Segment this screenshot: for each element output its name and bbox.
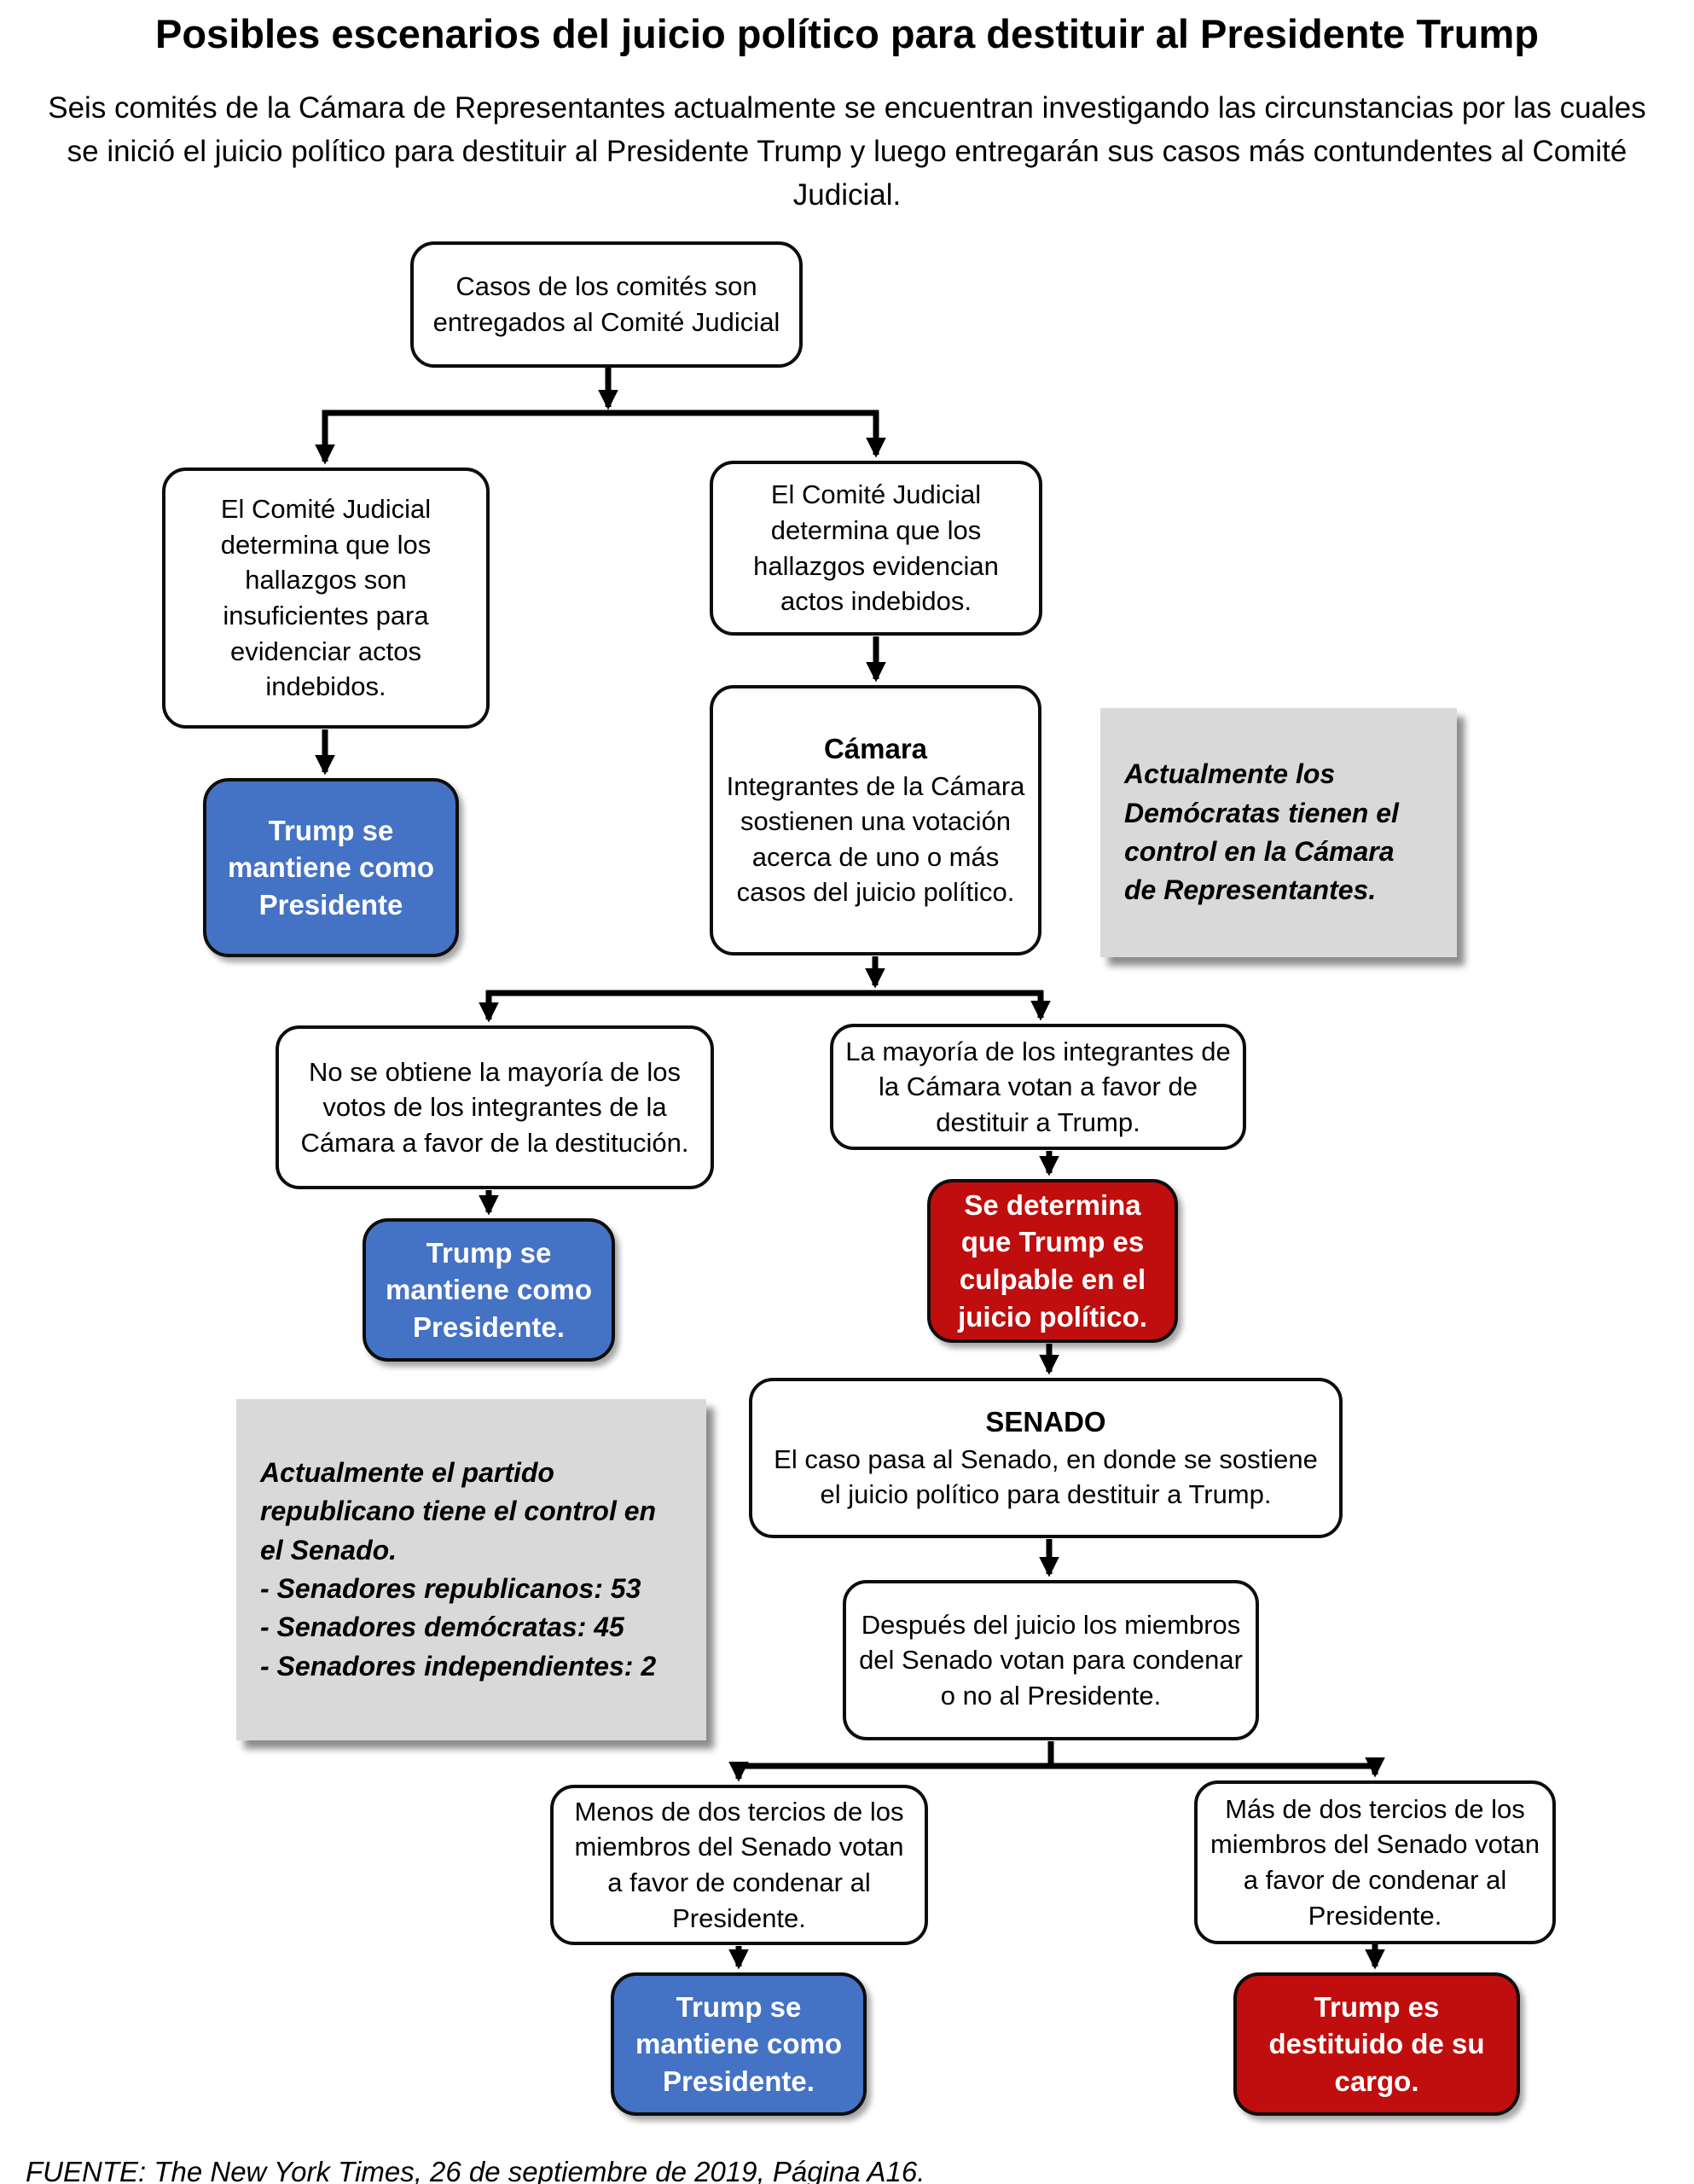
node-trump-guilty: Se determina que Trump es culpable en el… bbox=[927, 1179, 1178, 1343]
page-title: Posibles escenarios del juicio político … bbox=[155, 11, 1539, 56]
note-house-control: Actualmente los Demócratas tienen el con… bbox=[1100, 708, 1457, 957]
node-trump-removed-label: Trump es destituido de su cargo. bbox=[1268, 1990, 1485, 2097]
node-majority: La mayoría de los integrantes de la Cáma… bbox=[830, 1024, 1246, 1150]
note-senate-control: Actualmente el partido republicano tiene… bbox=[236, 1399, 706, 1740]
node-less-two-thirds: Menos de dos tercios de los miembros del… bbox=[550, 1785, 928, 1945]
node-trump-remains-3: Trump se mantiene como Presidente. bbox=[611, 1972, 867, 2116]
node-more-two-thirds-label: Más de dos tercios de los miembros del S… bbox=[1210, 1793, 1540, 1931]
node-senado-title: SENADO bbox=[985, 1406, 1106, 1438]
node-camara-vote: Cámara Integrantes de la Cámara sostiene… bbox=[710, 685, 1041, 956]
node-findings-insufficient: El Comité Judicial determina que los hal… bbox=[162, 468, 490, 729]
node-more-two-thirds: Más de dos tercios de los miembros del S… bbox=[1194, 1780, 1556, 1944]
note-house-control-text: Actualmente los Demócratas tienen el con… bbox=[1124, 758, 1399, 906]
node-trump-remains-2-label: Trump se mantiene como Presidente. bbox=[385, 1236, 593, 1343]
source-prefix: FUENTE: bbox=[26, 2156, 154, 2184]
node-after-trial-label: Después del juicio los miembros del Sena… bbox=[859, 1609, 1243, 1711]
note-senate-intro: Actualmente el partido republicano tiene… bbox=[260, 1456, 657, 1565]
node-majority-label: La mayoría de los integrantes de la Cáma… bbox=[845, 1036, 1231, 1137]
node-trump-remains-3-label: Trump se mantiene como Presidente. bbox=[635, 1990, 843, 2097]
node-trump-guilty-label: Se determina que Trump es culpable en el… bbox=[958, 1188, 1147, 1333]
note-senate-republicans: - Senadores republicanos: 53 bbox=[260, 1573, 641, 1604]
node-senado-body: El caso pasa al Senado, en donde se sost… bbox=[774, 1443, 1318, 1510]
source-name: The New York Times bbox=[154, 2156, 415, 2184]
node-after-trial: Después del juicio los miembros del Sena… bbox=[843, 1580, 1259, 1740]
node-findings-evidence-label: El Comité Judicial determina que los hal… bbox=[753, 479, 999, 617]
node-trump-remains-1-label: Trump se mantiene como Presidente bbox=[227, 814, 435, 921]
page-subtitle: Seis comités de la Cámara de Representan… bbox=[48, 91, 1646, 212]
node-trump-remains-1: Trump se mantiene como Presidente bbox=[203, 778, 459, 957]
node-camara-body: Integrantes de la Cámara sostienen una v… bbox=[726, 770, 1025, 908]
node-less-two-thirds-label: Menos de dos tercios de los miembros del… bbox=[574, 1796, 904, 1933]
note-senate-independents: - Senadores independientes: 2 bbox=[260, 1650, 657, 1682]
node-senado: SENADO El caso pasa al Senado, en donde … bbox=[749, 1378, 1343, 1538]
node-no-majority-label: No se obtiene la mayoría de los votos de… bbox=[300, 1056, 689, 1158]
node-findings-evidence: El Comité Judicial determina que los hal… bbox=[710, 461, 1042, 636]
node-findings-insufficient-label: El Comité Judicial determina que los hal… bbox=[220, 494, 432, 702]
node-no-majority: No se obtiene la mayoría de los votos de… bbox=[276, 1025, 714, 1189]
node-start-label: Casos de los comités son entregados al C… bbox=[432, 271, 780, 337]
source-suffix: , 26 de septiembre de 2019, Página A16. bbox=[414, 2156, 925, 2184]
node-trump-removed: Trump es destituido de su cargo. bbox=[1233, 1972, 1520, 2116]
node-camara-title: Cámara bbox=[823, 733, 928, 765]
source-line: FUENTE: The New York Times, 26 de septie… bbox=[26, 2156, 925, 2184]
note-senate-democrats: - Senadores demócratas: 45 bbox=[260, 1612, 624, 1643]
node-trump-remains-2: Trump se mantiene como Presidente. bbox=[363, 1218, 615, 1362]
node-start: Casos de los comités son entregados al C… bbox=[410, 241, 803, 368]
